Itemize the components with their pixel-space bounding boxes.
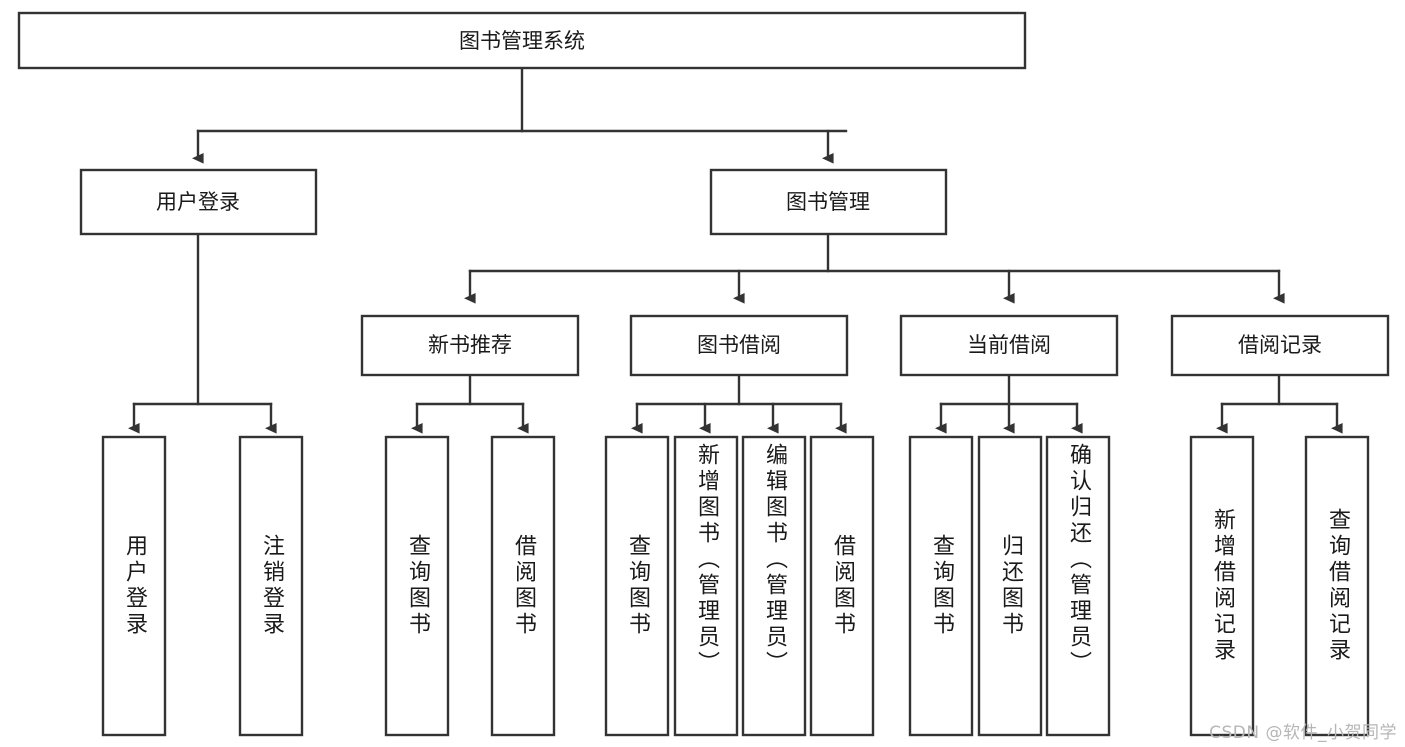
node-book-borrow[interactable]: 图书借阅 — [629, 314, 849, 377]
connector-borrowrecord-to-leaves — [1216, 373, 1343, 434]
node-new-book-recommend-label: 新书推荐 — [428, 333, 512, 357]
leaf-box-new-book-2[interactable] — [490, 435, 556, 737]
node-book-borrow-label: 图书借阅 — [697, 333, 781, 357]
connector-bookborrow-to-leaves — [631, 373, 847, 434]
connector-bookmgmt-to-level3 — [464, 232, 1285, 304]
leaf-box-book-borrow-1[interactable] — [604, 435, 670, 737]
leaf-box-current-borrow-3[interactable] — [1045, 435, 1111, 737]
node-user-login[interactable]: 用户登录 — [79, 168, 318, 236]
connector-root-to-level2 — [192, 66, 848, 164]
leaf-box-book-borrow-3[interactable] — [741, 435, 807, 737]
node-current-borrow[interactable]: 当前借阅 — [899, 314, 1119, 377]
node-root-label: 图书管理系统 — [459, 29, 585, 53]
node-current-borrow-label: 当前借阅 — [967, 333, 1051, 357]
connector-currentborrow-to-leaves — [935, 373, 1083, 434]
leaf-box-current-borrow-1[interactable] — [908, 435, 974, 737]
node-root-system[interactable]: 图书管理系统 — [17, 11, 1027, 70]
connector-newbook-to-leaves — [411, 373, 529, 434]
node-book-management-label: 图书管理 — [786, 190, 870, 214]
leaf-box-user-login-1[interactable] — [101, 435, 167, 737]
leaf-box-borrow-record-2[interactable] — [1304, 435, 1370, 737]
leaf-box-current-borrow-2[interactable] — [977, 435, 1043, 737]
connector-userlogin-to-leaves — [128, 232, 277, 434]
node-borrow-records-label: 借阅记录 — [1238, 333, 1322, 357]
csdn-watermark: CSDN @软件_小贺同学 — [1209, 723, 1397, 743]
node-book-management[interactable]: 图书管理 — [709, 168, 948, 236]
leaf-box-new-book-1[interactable] — [384, 435, 450, 737]
node-borrow-records[interactable]: 借阅记录 — [1170, 314, 1390, 377]
leaf-box-user-login-2[interactable] — [238, 435, 304, 737]
leaf-box-book-borrow-4[interactable] — [809, 435, 875, 737]
leaf-box-borrow-record-1[interactable] — [1189, 435, 1255, 737]
leaf-box-book-borrow-2[interactable] — [673, 435, 739, 737]
node-user-login-label: 用户登录 — [156, 190, 240, 214]
node-new-book-recommend[interactable]: 新书推荐 — [360, 314, 580, 377]
